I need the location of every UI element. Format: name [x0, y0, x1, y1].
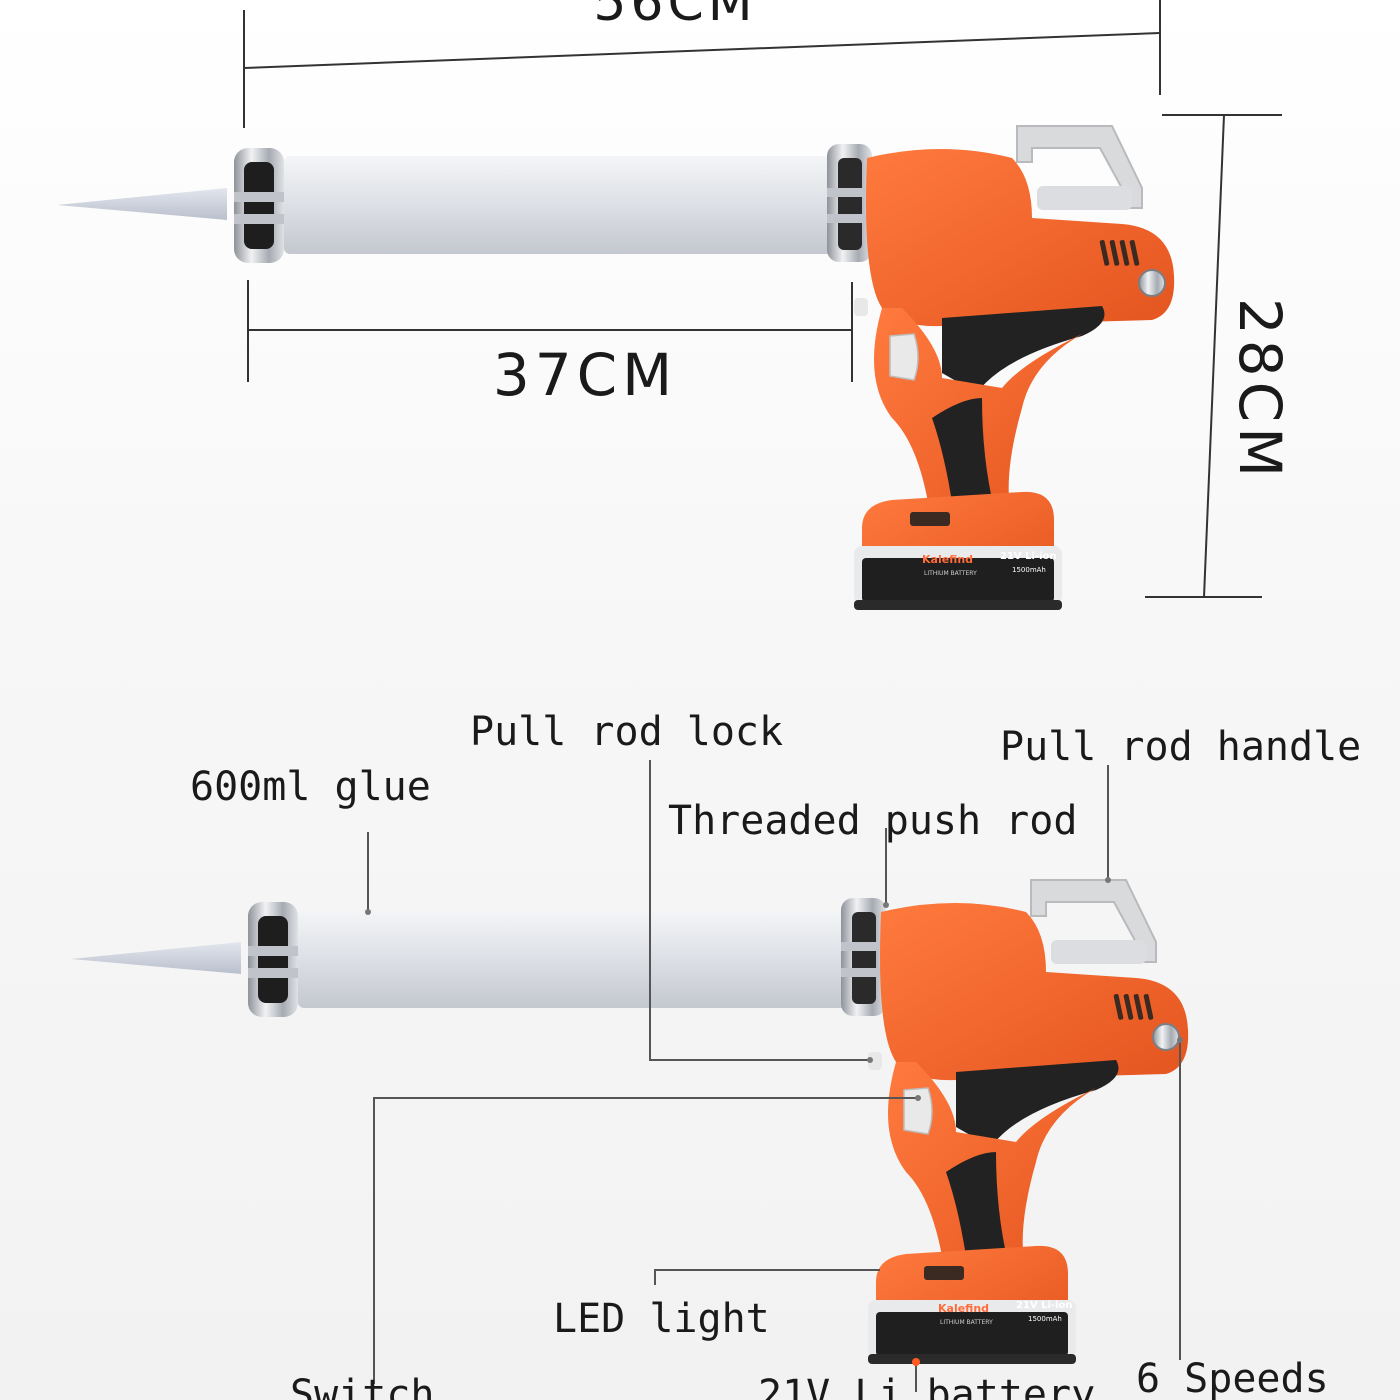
battery-capacity: 1500mAh [1028, 1315, 1062, 1323]
height-dimension: 28CM [1145, 114, 1294, 598]
height-label: 28CM [1226, 298, 1294, 482]
barrel-length-label: 37CM [493, 341, 677, 409]
barrel-length-dimension: 37CM [247, 280, 853, 409]
battery-sub: LITHIUM BATTERY [940, 1319, 993, 1326]
label-led-light: LED light [553, 1296, 770, 1342]
label-threaded-push-rod: Threaded push rod [668, 798, 1077, 844]
top-battery-label: Kalefind 21V Li-ion LITHIUM BATTERY 1500… [922, 551, 1057, 577]
battery-sub: LITHIUM BATTERY [924, 570, 977, 577]
total-length-label: 56CM [593, 0, 756, 33]
feature-labels: 600ml glue Pull rod lock Threaded push r… [190, 709, 1361, 1400]
label-glue: 600ml glue [190, 764, 431, 810]
battery-voltage: 21V Li-ion [1000, 551, 1057, 562]
label-battery: 21V Li battery [758, 1372, 1095, 1400]
total-length-dimension: 56CM [243, 0, 1161, 128]
bottom-gun-illustration [70, 879, 1190, 1365]
callout-leaders [365, 760, 1183, 1392]
battery-brand: Kalefind [938, 1302, 989, 1315]
battery-capacity: 1500mAh [1012, 566, 1046, 574]
label-speeds: 6 Speeds [1136, 1356, 1329, 1400]
label-pull-rod-lock: Pull rod lock [470, 709, 783, 755]
bottom-battery-label: Kalefind 21V Li-ion LITHIUM BATTERY 1500… [938, 1300, 1073, 1326]
label-pull-rod-handle: Pull rod handle [1000, 724, 1361, 770]
battery-brand: Kalefind [922, 553, 973, 566]
battery-voltage: 21V Li-ion [1016, 1300, 1073, 1311]
label-switch: Switch [290, 1372, 435, 1400]
